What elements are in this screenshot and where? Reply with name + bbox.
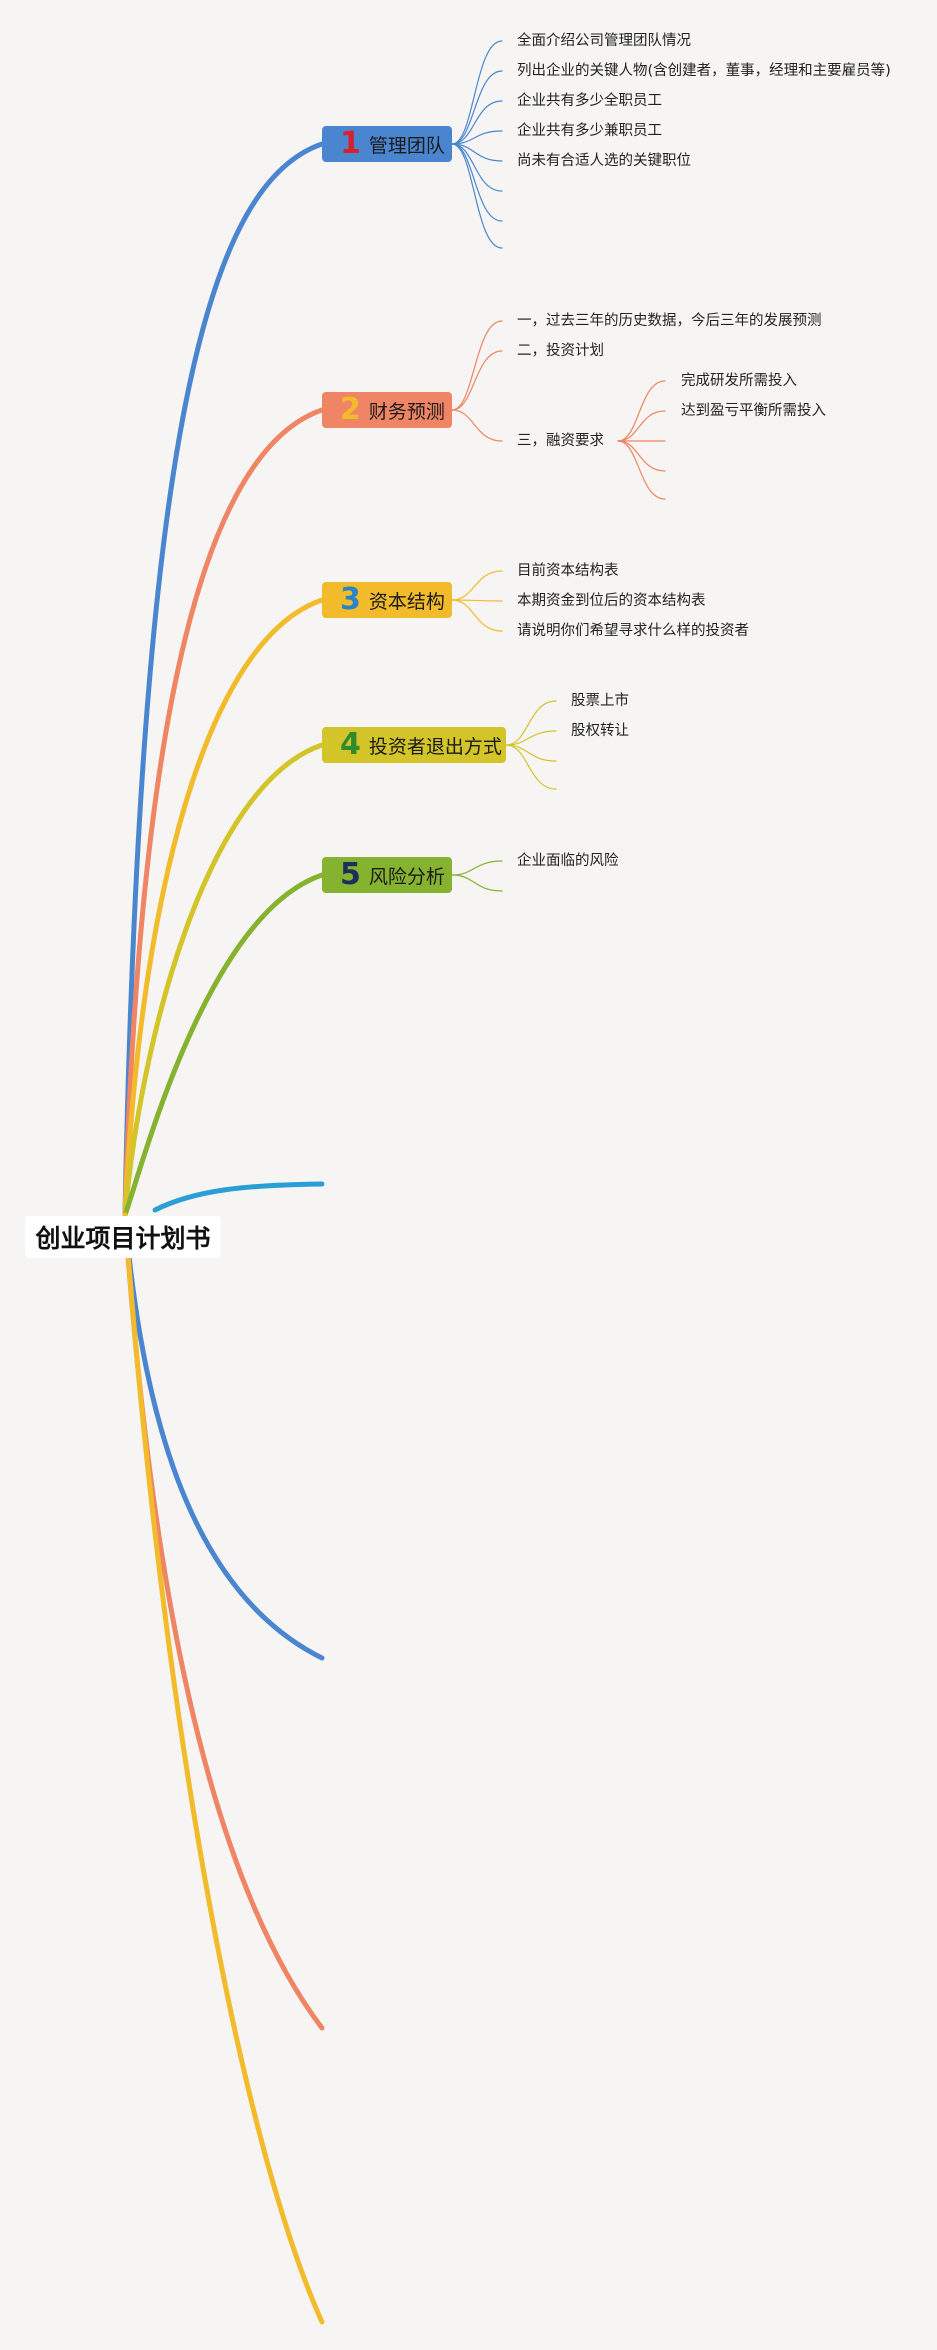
main-branch bbox=[122, 141, 325, 1218]
leaf-item[interactable]: 三，融资要求 bbox=[517, 433, 604, 449]
leaf-subitem[interactable]: 完成研发所需投入 bbox=[681, 373, 797, 389]
sub-branches bbox=[451, 40, 666, 892]
leaf-subitem[interactable]: 达到盈亏平衡所需投入 bbox=[681, 403, 826, 419]
leaf-item[interactable]: 股票上市 bbox=[571, 693, 629, 709]
topic-capital-structure[interactable]: 3 资本结构 bbox=[322, 582, 452, 618]
leaf-item[interactable]: 一，过去三年的历史数据，今后三年的发展预测 bbox=[517, 313, 822, 329]
root-title: 创业项目计划书 bbox=[35, 1224, 211, 1253]
empty-branch bbox=[152, 1181, 325, 1213]
leaf-item[interactable]: 目前资本结构表 bbox=[517, 563, 619, 579]
topic-financial-forecast[interactable]: 2 财务预测 bbox=[322, 392, 452, 428]
sub-branch bbox=[617, 380, 666, 442]
topic-label: 财务预测 bbox=[368, 400, 445, 423]
leaf-item[interactable]: 股权转让 bbox=[571, 723, 629, 739]
leaf-item[interactable]: 请说明你们希望寻求什么样的投资者 bbox=[517, 623, 749, 639]
sub-branch bbox=[451, 130, 503, 145]
topic-number: 1 bbox=[340, 126, 361, 161]
sub-branch bbox=[451, 570, 503, 601]
topic-risk-analysis[interactable]: 5 风险分析 bbox=[322, 857, 452, 893]
leaf-item[interactable]: 二，投资计划 bbox=[517, 343, 604, 359]
sub-branch bbox=[617, 440, 666, 472]
leaf-item[interactable]: 全面介绍公司管理团队情况 bbox=[517, 33, 691, 49]
leaf-item[interactable]: 本期资金到位后的资本结构表 bbox=[517, 593, 706, 609]
sub-branch bbox=[451, 100, 503, 145]
topic-label: 资本结构 bbox=[368, 590, 445, 613]
main-branch bbox=[122, 872, 325, 1218]
sub-branch bbox=[451, 350, 503, 411]
sub-branch bbox=[451, 143, 503, 249]
sub-branch bbox=[451, 599, 503, 632]
root-node[interactable]: 创业项目计划书 bbox=[25, 1216, 221, 1258]
empty-branch bbox=[122, 1212, 325, 2031]
leaf-item[interactable]: 企业共有多少全职员工 bbox=[517, 93, 662, 109]
sub-branch bbox=[451, 143, 503, 222]
leaf-item[interactable]: 尚未有合适人选的关键职位 bbox=[517, 153, 691, 169]
sub-branch bbox=[617, 410, 666, 442]
topic-number: 5 bbox=[340, 857, 361, 892]
sub-branch bbox=[451, 320, 503, 411]
leaf-item[interactable]: 企业面临的风险 bbox=[517, 853, 619, 869]
main-branches bbox=[122, 141, 325, 2325]
main-branch bbox=[122, 742, 325, 1218]
sub-branch bbox=[451, 874, 503, 892]
topic-investor-exit[interactable]: 4 投资者退出方式 bbox=[322, 727, 506, 763]
sub-branch bbox=[505, 730, 557, 746]
sub-branch bbox=[505, 700, 557, 746]
leaf-item[interactable]: 企业共有多少兼职员工 bbox=[517, 123, 662, 139]
sub-branch bbox=[451, 860, 503, 876]
sub-branch bbox=[451, 70, 503, 145]
leaf-item[interactable]: 列出企业的关键人物(含创建者，董事，经理和主要雇员等) bbox=[517, 63, 891, 79]
main-branch bbox=[122, 597, 325, 1218]
topic-label: 风险分析 bbox=[368, 865, 445, 888]
topic-number: 3 bbox=[340, 582, 361, 617]
sub-branch bbox=[617, 440, 666, 500]
empty-branch bbox=[122, 1212, 325, 2325]
topic-number: 2 bbox=[340, 392, 361, 427]
main-branch bbox=[122, 407, 325, 1218]
sub-branch bbox=[505, 744, 557, 790]
topic-management-team[interactable]: 1 管理团队 bbox=[322, 126, 452, 162]
topic-label: 投资者退出方式 bbox=[368, 735, 502, 758]
empty-branch bbox=[122, 1212, 325, 1661]
sub-branch bbox=[451, 143, 503, 192]
topic-number: 4 bbox=[340, 727, 361, 762]
sub-branch bbox=[451, 409, 503, 442]
sub-branch bbox=[451, 40, 503, 145]
topic-label: 管理团队 bbox=[368, 134, 445, 157]
